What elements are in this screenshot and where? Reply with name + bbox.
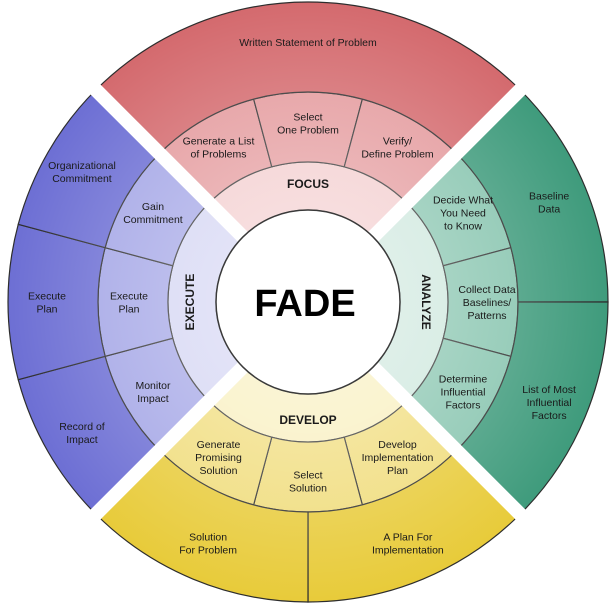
quadrant-divider: [86, 80, 250, 244]
quadrant-dividers: [86, 80, 530, 524]
quadrant-divider: [86, 360, 250, 524]
center-hub: [215, 209, 401, 395]
develop-phase-label: DEVELOP: [279, 413, 336, 427]
focus-outer-label: Written Statement of Problem: [239, 37, 377, 49]
execute-phase-label: EXECUTE: [183, 274, 197, 331]
analyze-phase-label: ANALYZE: [419, 274, 433, 330]
quadrant-divider: [366, 360, 530, 524]
focus-phase-label: FOCUS: [287, 177, 329, 191]
quadrant-divider: [366, 80, 530, 244]
center-title: FADE: [254, 283, 355, 325]
focus-middle-label: Verify/Define Problem: [361, 135, 434, 160]
